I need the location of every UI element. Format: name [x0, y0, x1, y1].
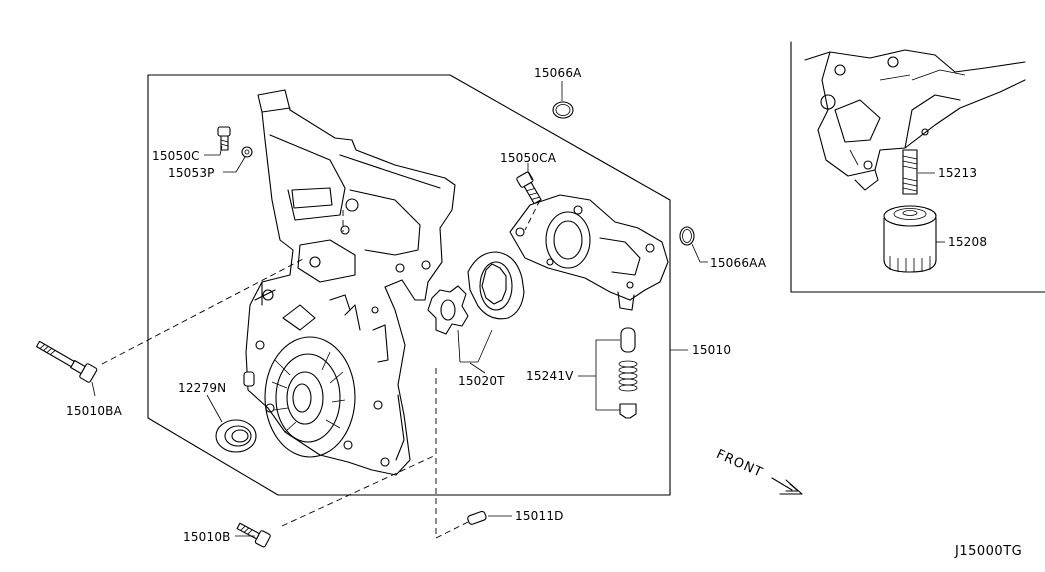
part-label-15241v: 15241V	[526, 369, 574, 383]
dowel-pin-drawing	[467, 510, 487, 525]
part-label-15010b: 15010B	[183, 530, 231, 544]
inset-frame	[790, 41, 1045, 293]
front-arrow-icon	[771, 477, 803, 495]
part-label-15050c: 15050C	[152, 149, 200, 163]
o-ring-drawing	[552, 101, 574, 119]
part-label-15011d: 15011D	[515, 509, 564, 523]
o-ring-drawing-2	[679, 226, 695, 246]
relief-valve-drawing	[595, 327, 638, 419]
leader-lines	[91, 81, 945, 537]
bolt-drawing-b	[236, 522, 271, 548]
part-label-15208: 15208	[948, 235, 988, 249]
part-label-15020t: 15020T	[458, 374, 505, 388]
crank-seal-drawing	[215, 419, 257, 453]
part-label-15053p: 15053P	[168, 166, 215, 180]
oil-pump-body-drawing	[509, 194, 669, 311]
knock-pin-drawing	[243, 371, 255, 387]
part-label-15066a: 15066A	[534, 66, 582, 80]
part-label-15010ba: 15010BA	[66, 404, 123, 418]
front-cover-drawing	[245, 89, 456, 476]
part-label-15213: 15213	[938, 166, 978, 180]
part-label-15050ca: 15050CA	[500, 151, 557, 165]
part-label-15010: 15010	[692, 343, 732, 357]
dashed-assembly-lines	[101, 199, 541, 539]
stud-drawing	[902, 149, 918, 195]
engine-block-drawing	[804, 49, 1026, 191]
assembly-frame	[147, 74, 671, 496]
bolt-washer-drawing	[217, 126, 253, 158]
diagram-code: J15000TG	[955, 544, 1023, 559]
pump-rotors-drawing	[427, 251, 525, 363]
long-bolt-drawing	[35, 340, 98, 383]
oil-filter-drawing	[883, 205, 937, 273]
part-label-12279n: 12279N	[178, 381, 227, 395]
pump-bolt-drawing	[516, 171, 542, 205]
part-label-15066aa: 15066AA	[710, 256, 767, 270]
